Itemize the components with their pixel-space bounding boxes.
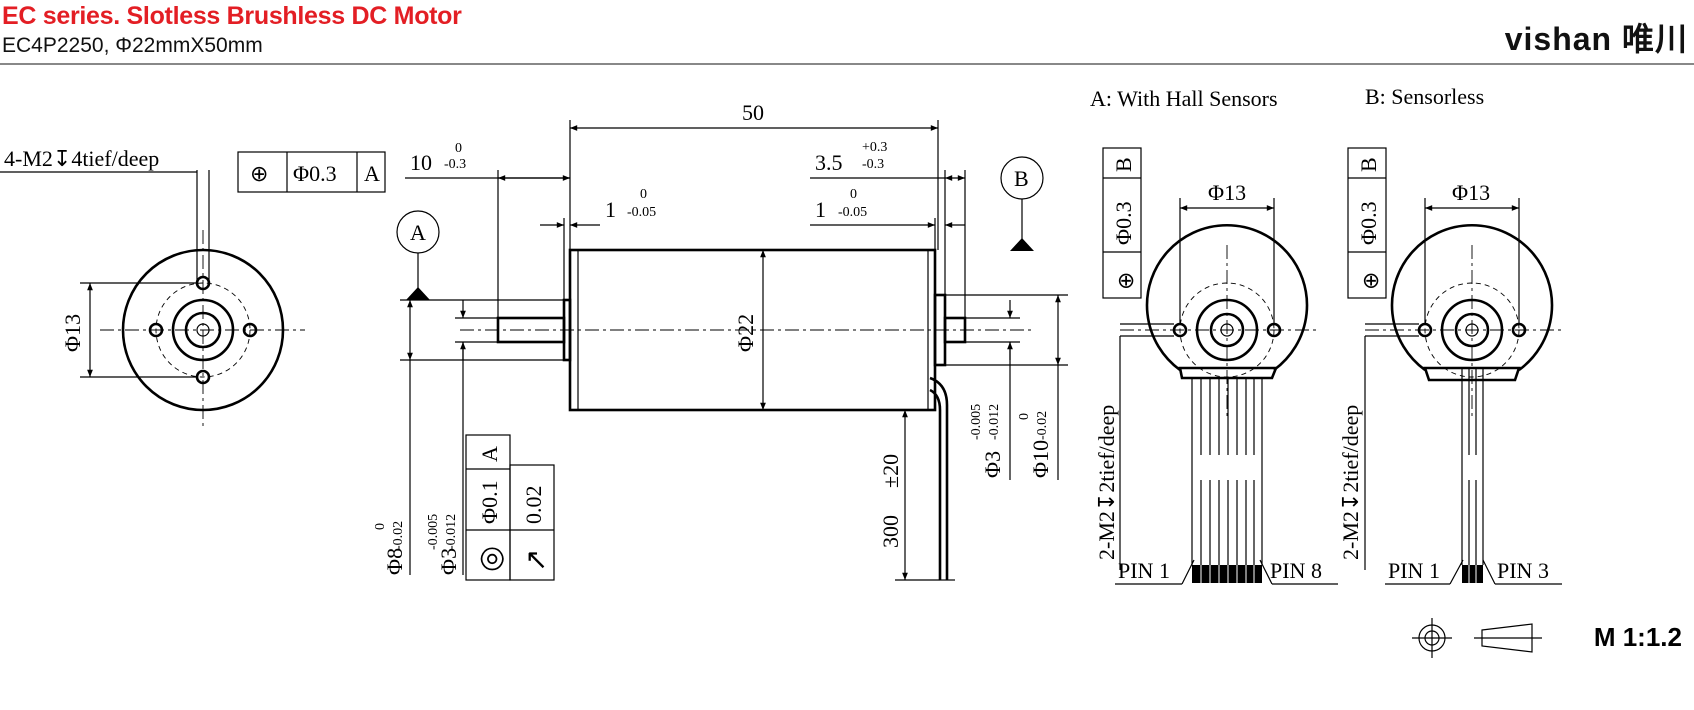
tol-lower: -0.05 — [627, 205, 656, 220]
frame-datum: B — [1356, 157, 1381, 172]
tol-lower: -0.012 — [987, 404, 1002, 440]
tol-upper: -0.005 — [426, 514, 441, 550]
sensorless-pin-first: PIN 1 — [1388, 558, 1440, 583]
page-title: EC series. Slotless Brushless DC Motor — [2, 2, 462, 30]
tol-upper: 0 — [373, 523, 388, 530]
dim-shaft-dia: Φ3 — [436, 548, 461, 575]
sensorless-pin-last: PIN 3 — [1497, 558, 1549, 583]
hall-pin-last: PIN 8 — [1270, 558, 1322, 583]
tol-lower: -0.05 — [838, 205, 867, 220]
brand-logo: vishan 唯川 — [1504, 21, 1688, 57]
dim-body-dia: Φ22 — [733, 314, 758, 352]
runout-frame: 0.02 ↗ — [509, 464, 555, 581]
tol-upper: 0 — [640, 187, 647, 202]
frame-datum: A — [364, 161, 380, 186]
legend-sensorless: B: Sensorless — [1365, 84, 1484, 109]
tol-lower: -0.3 — [862, 157, 884, 172]
tol-upper: -0.005 — [969, 404, 984, 440]
frame-tolerance: Φ0.3 — [1111, 201, 1136, 245]
sensorless-position-frame: B Φ0.3 ⊕ — [1347, 147, 1387, 299]
legend-hall: A: With Hall Sensors — [1090, 86, 1278, 111]
sensorless-thread-note: 2-M2↧2tief/deep — [1338, 405, 1363, 560]
front-view: 4-M2↧4tief/deep ⊕ Φ0.3 A Φ13 — [0, 146, 386, 430]
dim-rear-shaft-dia: Φ3 — [980, 451, 1005, 478]
datum-a: A — [410, 220, 426, 245]
frame-tolerance: Φ0.1 — [477, 480, 502, 524]
frame-tolerance: Φ0.3 — [293, 161, 337, 186]
tol-upper: 0 — [455, 141, 462, 156]
sensorless-dia-label: Φ13 — [1452, 180, 1490, 205]
dim-boss-dia: Φ8 — [382, 548, 407, 575]
sensorless-view: B Φ0.3 ⊕ Φ13 2-M2↧2tief/deep PIN 1 PIN 3 — [1338, 147, 1565, 585]
datum-b: B — [1014, 166, 1029, 191]
dim-length: 50 — [742, 100, 764, 125]
dim-rear-boss-dia: Φ10 — [1028, 440, 1053, 478]
tol-upper: 0 — [850, 187, 857, 202]
hall-dia-label: Φ13 — [1208, 180, 1246, 205]
position-icon: ⊕ — [1113, 272, 1138, 290]
tol-lower: -0.3 — [444, 157, 466, 172]
tol-lower: -0.02 — [391, 521, 406, 550]
hall-sensor-view: B Φ0.3 ⊕ Φ13 2-M2↧2tief/deep PIN 1 PIN 8 — [1094, 147, 1338, 585]
scale-label: M 1:1.2 — [1593, 622, 1682, 652]
dim-front-flange: 1 — [605, 197, 616, 222]
hall-position-frame: B Φ0.3 ⊕ — [1102, 147, 1142, 299]
frame-tolerance: 0.02 — [521, 486, 546, 525]
position-icon: ⊕ — [1358, 272, 1383, 290]
hall-pin-first: PIN 1 — [1118, 558, 1170, 583]
dim-lead-tol: ±20 — [878, 454, 903, 488]
tol-lower: -0.02 — [1035, 411, 1050, 440]
hall-thread-note: 2-M2↧2tief/deep — [1094, 405, 1119, 560]
dim-rear-flange: 1 — [815, 197, 826, 222]
tol-lower: -0.012 — [444, 514, 459, 550]
tol-upper: 0 — [1017, 413, 1032, 420]
position-icon: ⊕ — [250, 161, 268, 186]
frame-datum: A — [477, 446, 502, 462]
runout-icon: ↗ — [521, 549, 552, 572]
side-view: 50 10 0 -0.3 1 0 -0.05 3.5 +0.3 -0.3 1 0… — [373, 100, 1068, 581]
dim-shaft-length: 10 — [410, 150, 432, 175]
dim-rear-shaft: 3.5 — [815, 150, 843, 175]
frame-datum: B — [1111, 157, 1136, 172]
concentricity-icon: ◎ — [474, 546, 507, 572]
first-angle-projection-icon — [1412, 618, 1542, 658]
header-divider — [0, 63, 1694, 65]
dim-lead-length: 300 — [878, 515, 903, 548]
ribbon-cable — [1191, 378, 1263, 583]
model-subtitle: EC4P2250, Φ22mmX50mm — [2, 34, 263, 57]
concentricity-frame: A Φ0.1 ◎ — [465, 434, 511, 581]
front-thread-note: 4-M2↧4tief/deep — [4, 146, 159, 171]
frame-tolerance: Φ0.3 — [1356, 201, 1381, 245]
lead-wires — [1461, 368, 1484, 583]
tol-upper: +0.3 — [862, 140, 887, 155]
front-position-frame: ⊕ Φ0.3 A — [237, 151, 386, 193]
front-dia-label: Φ13 — [60, 314, 85, 352]
